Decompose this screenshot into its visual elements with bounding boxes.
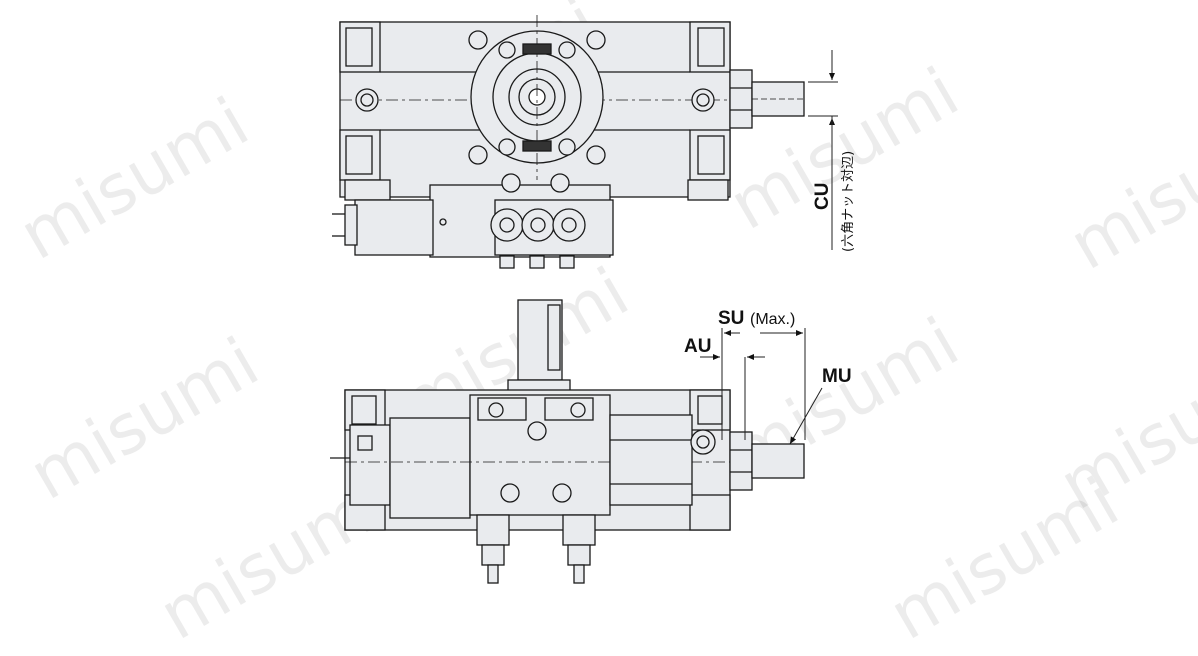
top-view-actuator [332,15,805,269]
cu-dimension [808,50,838,250]
au-label: AU [684,336,711,357]
su-au-dimensions [700,328,823,445]
su-note: (Max.) [750,311,795,328]
side-view-actuator [330,299,805,584]
mu-label: MU [822,366,852,387]
cu-note: (六角ナット対辺) [841,151,856,252]
drawing-canvas: misumi misumi misumi misumi misumi misum… [7,0,1198,656]
technical-drawing: CU (六角ナット対辺) [330,15,856,584]
cu-label: CU [812,183,833,210]
su-label: SU [718,308,744,329]
